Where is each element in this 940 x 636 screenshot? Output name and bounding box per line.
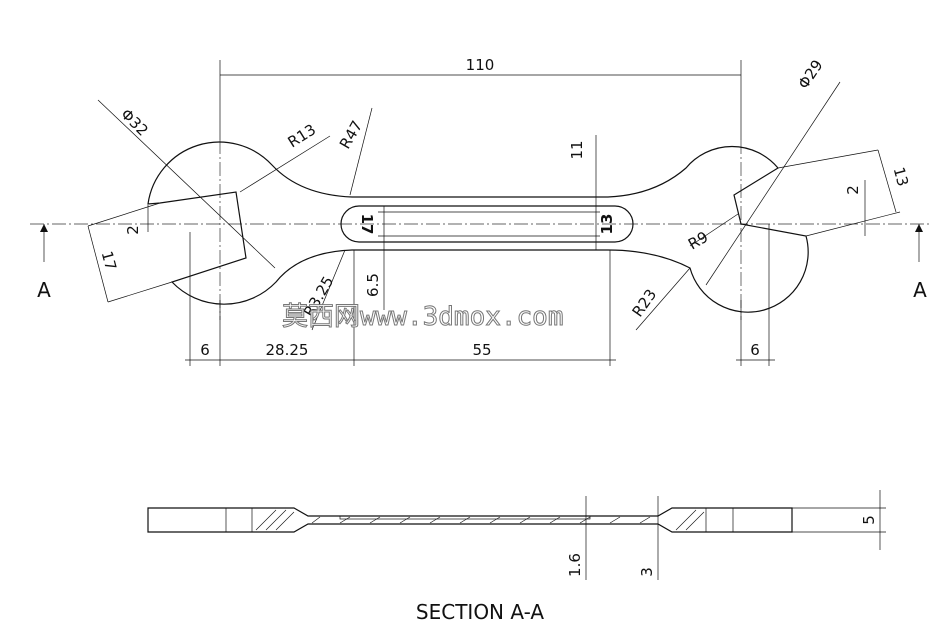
- dim-1-6: 1.6: [566, 553, 584, 577]
- wrench-plan-view: 17 13 110 Φ32 R13 R47 11 6.5 R3.25 2 17: [30, 56, 930, 366]
- section-groove: [339, 515, 591, 520]
- dim-6-left: 6: [200, 341, 210, 359]
- section-title: SECTION A-A: [416, 600, 544, 624]
- leader-r13: [239, 135, 331, 193]
- dim-2-left: 2: [124, 225, 142, 235]
- dim-r23: R23: [629, 286, 661, 321]
- dim-2-right: 2: [844, 185, 862, 195]
- leader-phi32: [97, 99, 276, 269]
- dim-5: 5: [860, 515, 878, 525]
- dim-6-5: 6.5: [364, 273, 382, 297]
- dim-phi32: Φ32: [117, 105, 152, 140]
- dim-r9: R9: [685, 228, 711, 254]
- leader-r23: [635, 267, 691, 331]
- ext-line-13-top: [777, 149, 879, 169]
- dim-r13: R13: [285, 120, 320, 151]
- watermark: 莫西网www.3dmox.com: [282, 302, 564, 332]
- size-label-13: 13: [598, 214, 616, 235]
- size-label-17: 17: [358, 214, 376, 235]
- section-mark-right-arrow: [915, 224, 923, 232]
- dim-6-right: 6: [750, 341, 760, 359]
- dim-17: 17: [98, 249, 120, 272]
- leader-phi29: [705, 81, 841, 286]
- section-mark-left: A: [37, 278, 51, 302]
- ext-line-17-top: [87, 202, 161, 227]
- dim-line-17: [87, 225, 109, 303]
- dim-r47: R47: [336, 117, 366, 152]
- wrench-outline: [147, 141, 809, 313]
- leader-r47: [349, 107, 373, 196]
- ext-line-17-bottom: [107, 281, 173, 303]
- dim-line-13: [877, 149, 897, 213]
- section-mark-right: A: [913, 278, 927, 302]
- dim-110: 110: [466, 56, 495, 74]
- section-mark-left-arrow: [40, 224, 48, 232]
- dim-55: 55: [472, 341, 491, 359]
- section-outline: [147, 507, 793, 533]
- ext-line-13-bottom: [805, 211, 901, 237]
- dim-13: 13: [890, 165, 912, 188]
- leader-r3-25: [311, 249, 346, 331]
- section-view: 5 1.6 3 SECTION A-A: [147, 490, 886, 624]
- leader-r9: [689, 213, 739, 247]
- dim-3: 3: [638, 567, 656, 577]
- dim-11: 11: [568, 140, 586, 159]
- dim-phi29: Φ29: [794, 57, 826, 93]
- shank-slot: [340, 205, 634, 243]
- section-hatching: [255, 509, 705, 531]
- dim-28-25: 28.25: [266, 341, 309, 359]
